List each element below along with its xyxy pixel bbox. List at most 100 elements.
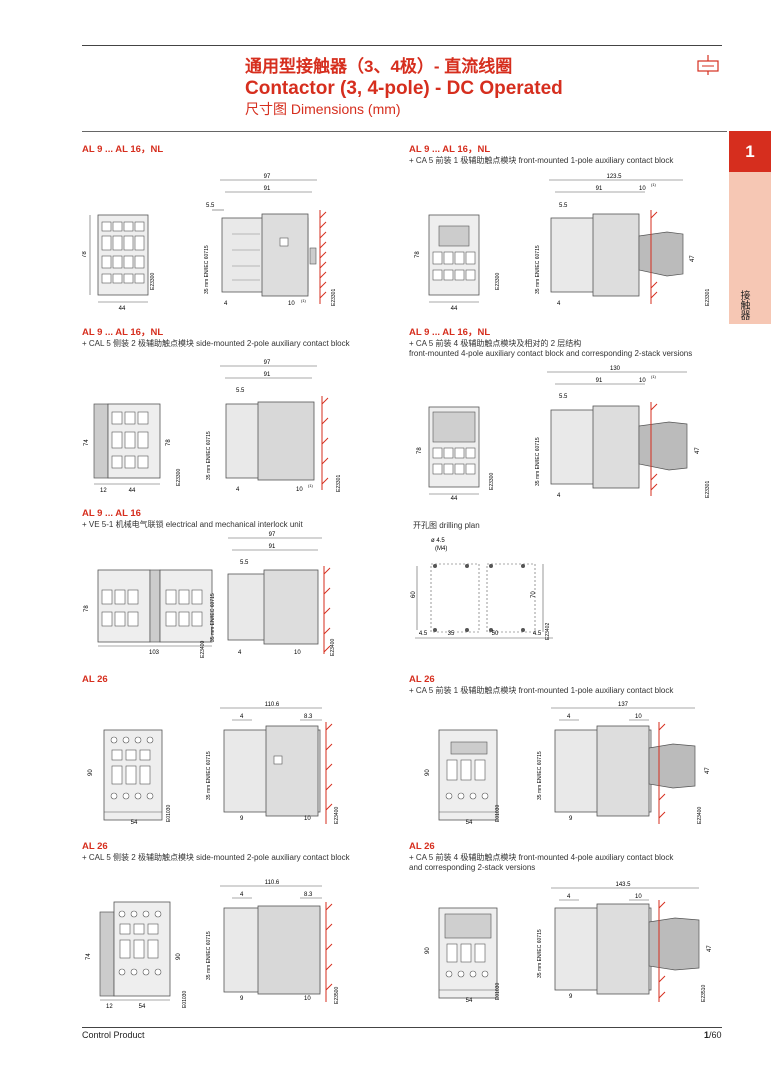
drawing-al26: 54 90 E01030 110.6 4 8.3 35 mm EN/IEC 60… <box>88 702 340 826</box>
page-title-zh: 通用型接触器（3、4极）- 直流线圈 <box>245 57 513 76</box>
dim-h3: 47 <box>695 447 701 454</box>
dim-width: 54 <box>466 998 473 1004</box>
caption-line: + CA 5 前装 4 极辅助触点模块及相对的 2 层结构 <box>409 339 582 348</box>
title-block: 通用型接触器（3、4极）- 直流线圈 Contactor (3, 4-pole)… <box>245 56 563 119</box>
caption-7: AL 26 <box>82 674 402 686</box>
drawing-code: E23300 <box>495 273 501 290</box>
dim-h1: 60 <box>411 591 417 598</box>
hole-thread: (M4) <box>435 546 447 552</box>
dim-d1: 91 <box>596 378 603 384</box>
dim-b1: 4 <box>238 650 242 656</box>
dim-d2: 8.3 <box>304 892 313 898</box>
caption-line: + VE 5-1 机械电气联锁 electrical and mechanica… <box>82 520 303 529</box>
dim-height: 74 <box>86 953 92 960</box>
dim-d1: 4.5 <box>419 631 428 637</box>
drawing-code: E01030 <box>166 805 172 822</box>
caption-heading: AL 26 <box>409 674 435 685</box>
dim-d1: 4 <box>567 714 571 720</box>
caption-heading: AL 9 ... AL 16 <box>82 508 141 519</box>
side-view: 97 91 5.5 35 mm EN/IEC 60715 4 10 (1) E2… <box>204 174 337 307</box>
dim-height: 78 <box>84 605 90 612</box>
dim-offset: 5.5 <box>240 560 249 566</box>
dim-b1: 4 <box>557 301 561 307</box>
dim-total: 123.5 <box>606 174 622 180</box>
dim-offset: 5.5 <box>206 203 215 209</box>
drawing-code: E23300 <box>489 473 495 490</box>
dim-note: (1) <box>308 483 314 488</box>
caption-line: 开孔图 drilling plan <box>413 521 480 530</box>
dim-b1: 9 <box>569 994 573 1000</box>
drawing-code: E23400 <box>330 639 336 656</box>
dim-d1: 4 <box>240 714 244 720</box>
dim-d1: 91 <box>269 544 276 550</box>
dim-w2: 12 <box>100 488 107 494</box>
drawing-al9-al16: 44 78 E23300 97 91 5.5 35 mm EN/IEC 6071… <box>82 174 337 310</box>
dim-height: 90 <box>425 769 431 776</box>
caption-heading: AL 26 <box>82 841 108 852</box>
dim-offset: 5.5 <box>236 388 245 394</box>
drawing-code: E01030 <box>495 805 501 822</box>
chapter-tab-label: 接触器 <box>738 290 749 320</box>
caption-line: + CAL 5 侧装 2 极辅助触点模块 side-mounted 2-pole… <box>82 853 350 862</box>
dim-total: 137 <box>618 702 629 708</box>
drawing-code: E23301 <box>336 475 342 492</box>
dim-width: 44 <box>119 306 126 310</box>
rail-label: 35 mm EN/IEC 60715 <box>537 751 543 800</box>
drawing-al26-ca5-4pole: 54 90 E01030 143.5 4 10 47 35 mm EN/IEC … <box>425 882 713 1004</box>
dim-total: 97 <box>269 532 276 538</box>
dim-d1: 91 <box>264 372 271 378</box>
dim-b1: 9 <box>240 996 244 1002</box>
dim-b1: 9 <box>569 816 573 822</box>
dim-h2: 90 <box>176 953 182 960</box>
dim-h2: 70 <box>531 591 537 598</box>
drawing-code: E23300 <box>176 469 182 486</box>
drawing-al9-al16-ca5-4pole: 44 78 E23300 130 91 10 (1) 5.5 47 35 mm … <box>417 366 711 502</box>
drawing-al9-al16-ca5-1pole: 44 78 E23300 123.5 91 10 (1) 5.5 47 35 m… <box>415 174 711 310</box>
drawing-al9-al16-cal5: 12 44 74 78 E23300 97 91 5.5 35 mm EN/IE… <box>84 360 342 494</box>
rail-label: 35 mm EN/IEC 60715 <box>204 245 210 294</box>
dim-note-val: 10 <box>639 378 646 384</box>
dim-total: 97 <box>264 360 271 366</box>
dim-width: 54 <box>139 1004 146 1010</box>
caption-line: and corresponding 2-stack versions <box>409 863 536 872</box>
caption-10: AL 26 + CA 5 前装 4 极辅助触点模块 front-mounted … <box>409 841 729 873</box>
footer-label: Control Product <box>82 1030 145 1040</box>
caption-3: AL 9 ... AL 16，NL + CAL 5 侧装 2 极辅助触点模块 s… <box>82 327 402 349</box>
dim-total: 110.6 <box>265 702 280 708</box>
dim-d2: 10 <box>635 714 642 720</box>
dim-height: 90 <box>88 769 94 776</box>
caption-heading: AL 9 ... AL 16，NL <box>409 327 491 338</box>
dim-h3: 47 <box>707 945 713 952</box>
caption-heading: AL 9 ... AL 16，NL <box>82 327 164 338</box>
dim-total: 130 <box>610 366 621 372</box>
rail-label: 35 mm EN/IEC 60715 <box>535 245 541 294</box>
section-rule <box>82 131 727 132</box>
dim-note-val: 10 <box>639 186 646 192</box>
dim-height: 90 <box>425 947 431 954</box>
caption-heading: AL 26 <box>82 674 108 685</box>
page-subtitle: 尺寸图 Dimensions (mm) <box>245 101 401 117</box>
caption-heading: AL 9 ... AL 16，NL <box>409 144 491 155</box>
dim-b1: 9 <box>240 816 244 822</box>
dim-d1: 4 <box>567 894 571 900</box>
drawing-code: E23400 <box>200 641 206 658</box>
front-view: 44 78 E23300 <box>82 214 156 310</box>
chapter-tab-number[interactable]: 1 <box>729 131 771 172</box>
rail-label: 35 mm EN/IEC 60715 <box>206 931 212 980</box>
dim-width: 44 <box>451 496 458 502</box>
caption-6: 开孔图 drilling plan <box>413 521 713 531</box>
caption-9: AL 26 + CAL 5 侧装 2 极辅助触点模块 side-mounted … <box>82 841 402 863</box>
caption-line: + CAL 5 侧装 2 极辅助触点模块 side-mounted 2-pole… <box>82 339 350 348</box>
dim-d2: 10 <box>635 894 642 900</box>
dim-height: 78 <box>415 251 421 258</box>
caption-2: AL 9 ... AL 16，NL + CA 5 前装 1 极辅助触点模块 fr… <box>409 144 729 166</box>
dim-d4: 4.5 <box>533 631 542 637</box>
dim-d1: 91 <box>264 186 271 192</box>
header-rule <box>82 45 722 46</box>
caption-4: AL 9 ... AL 16，NL + CA 5 前装 4 极辅助触点模块及相对… <box>409 327 729 359</box>
page-number-current: 1 <box>704 1030 710 1040</box>
caption-heading: AL 9 ... AL 16，NL <box>82 144 164 155</box>
dim-total: 143.5 <box>615 882 631 888</box>
footer-rule <box>82 1027 722 1028</box>
caption-line: + CA 5 前装 1 极辅助触点模块 front-mounted 1-pole… <box>409 156 674 165</box>
